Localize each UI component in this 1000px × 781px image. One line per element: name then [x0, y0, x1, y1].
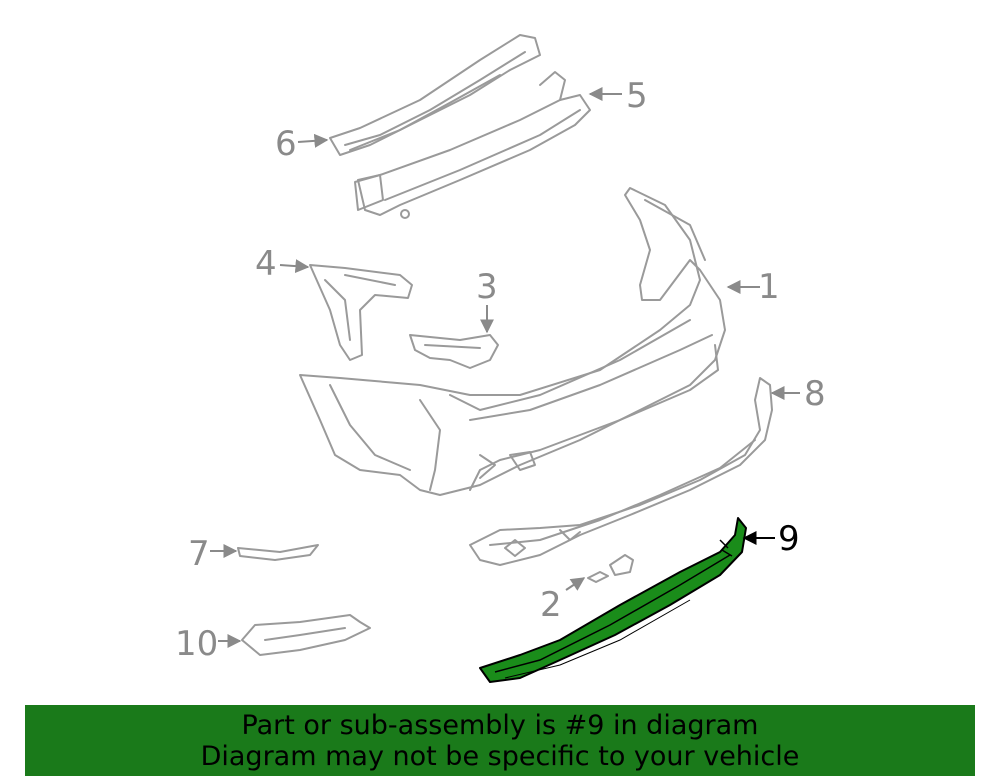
banner-line-2: Diagram may not be specific to your vehi… [200, 741, 800, 772]
part-5-reinforcement [354, 71, 591, 219]
part-10-trim [241, 614, 371, 656]
arrow-4 [279, 259, 310, 274]
callout-10[interactable]: 10 [175, 624, 218, 664]
info-banner: Part or sub-assembly is #9 in diagram Di… [25, 705, 975, 776]
part-3-bracket [409, 334, 499, 369]
callout-7[interactable]: 7 [188, 534, 210, 574]
part-2-sensor [587, 554, 634, 583]
part-7-trim [237, 544, 319, 561]
callout-5[interactable]: 5 [626, 76, 648, 116]
banner-line-1: Part or sub-assembly is #9 in diagram [241, 710, 759, 741]
part-8-valance [469, 377, 773, 566]
part-4-bracket [309, 264, 413, 361]
arrow-2 [565, 577, 586, 591]
parts-diagram: 1 2 3 4 5 6 7 8 9 10 [175, 34, 826, 683]
arrow-6 [297, 133, 329, 148]
callout-9[interactable]: 9 [778, 519, 800, 559]
callout-4[interactable]: 4 [255, 244, 277, 284]
callout-3[interactable]: 3 [476, 267, 498, 307]
part-6-absorber [329, 34, 541, 156]
callout-1[interactable]: 1 [758, 267, 780, 307]
callout-6[interactable]: 6 [275, 124, 297, 164]
callout-8[interactable]: 8 [804, 374, 826, 414]
callout-2[interactable]: 2 [540, 585, 562, 625]
part-9-diffuser-highlighted [479, 517, 747, 683]
part-1-bumper-cover [299, 187, 726, 496]
